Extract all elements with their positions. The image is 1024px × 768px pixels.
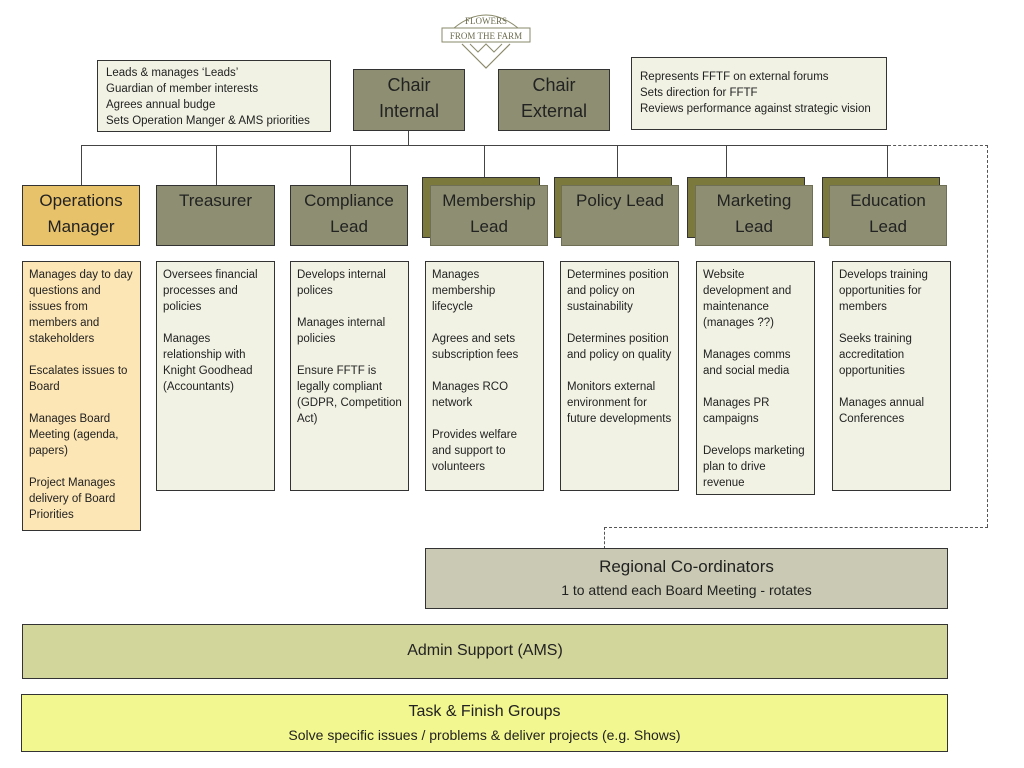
- dashed-connector-top: [888, 145, 988, 146]
- role-title-2: Lead: [470, 217, 508, 236]
- duty-item: Manages internal policies: [297, 317, 386, 345]
- duty-item: Determines position and policy on sustai…: [567, 269, 669, 313]
- role-education-lead: Education Lead: [829, 185, 947, 246]
- chair-internal-notes: Leads & manages ‘Leads’ Guardian of memb…: [97, 60, 331, 132]
- logo-bottom-text: FROM THE FARM: [450, 31, 522, 41]
- note-line: Agrees annual budge: [106, 99, 216, 111]
- role-treasurer: Treasurer: [156, 185, 275, 246]
- duty-item: Develops training opportunities for memb…: [839, 269, 928, 313]
- role-title-1: Policy Lead: [576, 191, 664, 210]
- role-title-1: Operations: [39, 191, 123, 210]
- duty-item: Provides welfare and support to voluntee…: [432, 429, 518, 473]
- duty-item: Seeks training accreditation opportuniti…: [839, 333, 912, 377]
- duties-membership-lead: Manages membership lifecycle Agrees and …: [425, 261, 544, 491]
- role-title-1: Compliance: [304, 191, 394, 210]
- chair-internal-title-1: Chair: [387, 75, 431, 95]
- connector-marketing: [726, 145, 727, 177]
- duty-item: Manages PR campaigns: [703, 397, 770, 425]
- role-operations-manager: Operations Manager: [22, 185, 140, 246]
- role-marketing-lead: Marketing Lead: [695, 185, 813, 246]
- task-finish-band: Task & Finish Groups Solve specific issu…: [21, 694, 948, 752]
- duties-policy-lead: Determines position and policy on sustai…: [560, 261, 679, 491]
- role-title-2: Manager: [47, 217, 115, 236]
- duty-item: Ensure FFTF is legally compliant (GDPR, …: [297, 365, 402, 425]
- duties-operations-manager: Manages day to day questions and issues …: [22, 261, 141, 531]
- connector-chair-down: [408, 131, 409, 146]
- chair-external-box: Chair External: [498, 69, 610, 131]
- duties-education-lead: Develops training opportunities for memb…: [832, 261, 951, 491]
- connector-ops: [81, 145, 82, 185]
- admin-support-band: Admin Support (AMS): [22, 624, 948, 679]
- dashed-connector-right: [987, 145, 988, 527]
- duty-item: Oversees financial processes and policie…: [163, 269, 258, 313]
- admin-title: Admin Support (AMS): [407, 642, 563, 659]
- duty-item: Monitors external environment for future…: [567, 381, 672, 425]
- role-title-1: Treasurer: [178, 191, 253, 210]
- role-title-1: Membership: [442, 191, 536, 210]
- duties-treasurer: Oversees financial processes and policie…: [156, 261, 275, 491]
- connector-education: [887, 145, 888, 177]
- duties-marketing-lead: Website development and maintenance (man…: [696, 261, 815, 495]
- regional-subtitle: 1 to attend each Board Meeting - rotates: [561, 582, 812, 598]
- chair-internal-title-2: Internal: [378, 101, 440, 121]
- role-title-2: Lead: [330, 217, 368, 236]
- duty-item: Agrees and sets subscription fees: [432, 333, 519, 361]
- flower-logo-icon: FLOWERS FROM THE FARM: [441, 14, 531, 69]
- role-title-1: Education: [850, 191, 926, 210]
- chair-external-notes: Represents FFTF on external forums Sets …: [631, 57, 887, 130]
- duties-compliance-lead: Develops internal polices Manages intern…: [290, 261, 409, 491]
- duty-item: Manages annual Conferences: [839, 397, 925, 425]
- connector-compliance: [350, 145, 351, 185]
- logo-top-text: FLOWERS: [465, 16, 507, 26]
- chair-external-title-2: External: [520, 101, 588, 121]
- role-title-2: Lead: [735, 217, 773, 236]
- note-line: Leads & manages ‘Leads’: [106, 67, 239, 79]
- duty-item: Manages comms and social media: [703, 349, 791, 377]
- duty-item: Manages membership lifecycle: [432, 269, 496, 313]
- chair-internal-box: Chair Internal: [353, 69, 465, 131]
- duty-item: Project Manages delivery of Board Priori…: [29, 477, 116, 521]
- dashed-connector-down: [604, 527, 605, 549]
- role-title-2: Lead: [869, 217, 907, 236]
- role-policy-lead: Policy Lead: [561, 185, 679, 246]
- note-line: Reviews performance against strategic vi…: [640, 103, 871, 115]
- duty-item: Manages day to day questions and issues …: [29, 269, 133, 345]
- note-line: Represents FFTF on external forums: [640, 71, 829, 83]
- note-line: Guardian of member interests: [106, 83, 259, 95]
- duty-item: Develops marketing plan to drive revenue: [703, 445, 805, 489]
- task-finish-title: Task & Finish Groups: [408, 703, 561, 720]
- note-line: Sets Operation Manger & AMS priorities: [106, 115, 310, 127]
- duty-item: Develops internal polices: [297, 269, 386, 297]
- regional-title: Regional Co-ordinators: [599, 557, 774, 576]
- dashed-connector-bottom: [604, 527, 988, 528]
- duty-item: Determines position and policy on qualit…: [567, 333, 672, 361]
- duty-item: Manages RCO network: [432, 381, 509, 409]
- connector-treasurer: [216, 145, 217, 185]
- duty-item: Manages relationship with Knight Goodhea…: [163, 333, 253, 393]
- note-line: Sets direction for FFTF: [640, 87, 758, 99]
- role-compliance-lead: Compliance Lead: [290, 185, 408, 246]
- task-finish-subtitle: Solve specific issues / problems & deliv…: [288, 727, 681, 743]
- duty-item: Website development and maintenance (man…: [703, 269, 792, 329]
- role-title-1: Marketing: [716, 191, 792, 210]
- connector-membership: [484, 145, 485, 177]
- connector-policy: [617, 145, 618, 177]
- role-membership-lead: Membership Lead: [430, 185, 548, 246]
- duty-item: Manages Board Meeting (agenda, papers): [29, 413, 119, 457]
- duty-item: Escalates issues to Board: [29, 365, 128, 393]
- fftf-logo: FLOWERS FROM THE FARM: [440, 8, 532, 70]
- chair-external-title-1: Chair: [532, 75, 576, 95]
- regional-coordinators-band: Regional Co-ordinators 1 to attend each …: [425, 548, 948, 609]
